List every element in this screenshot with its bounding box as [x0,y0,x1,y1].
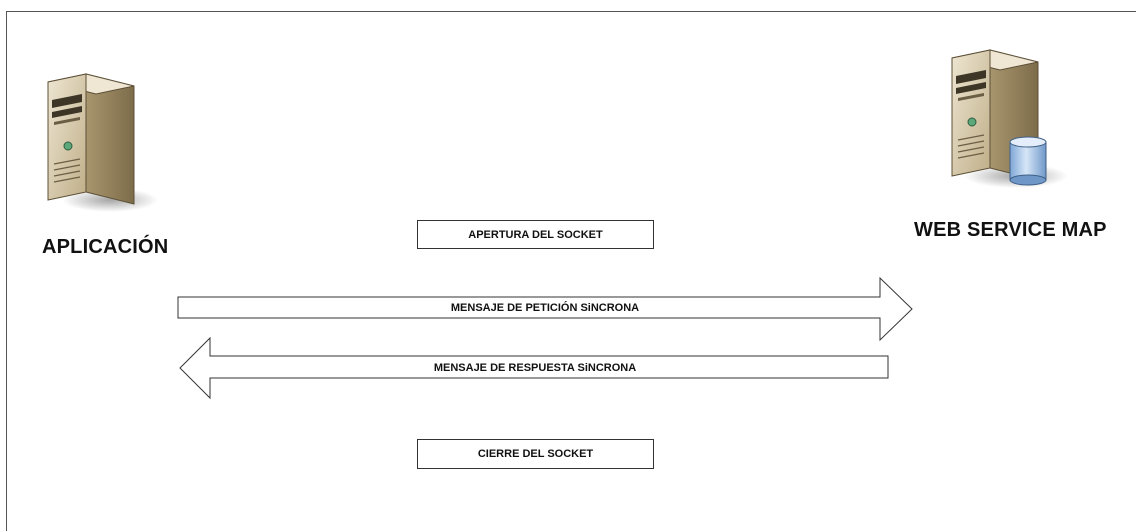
step-box-cierre: CIERRE DEL SOCKET [417,439,654,469]
diagram-frame [6,11,1136,531]
node-label-web-service-map: WEB SERVICE MAP [914,219,1107,241]
response-arrow-label: MENSAJE DE RESPUESTA SiNCRONA [433,362,637,374]
database-cylinder-icon [1009,136,1047,186]
response-arrow [179,336,889,400]
request-arrow-label: MENSAJE DE PETICIÓN SiNCRONA [450,302,640,314]
request-arrow [177,276,913,342]
node-label-aplicacion: APLICACIÓN [42,236,169,258]
server-database-icon [951,49,1068,188]
server-tower-icon [47,73,158,212]
step-box-apertura: APERTURA DEL SOCKET [417,220,654,249]
